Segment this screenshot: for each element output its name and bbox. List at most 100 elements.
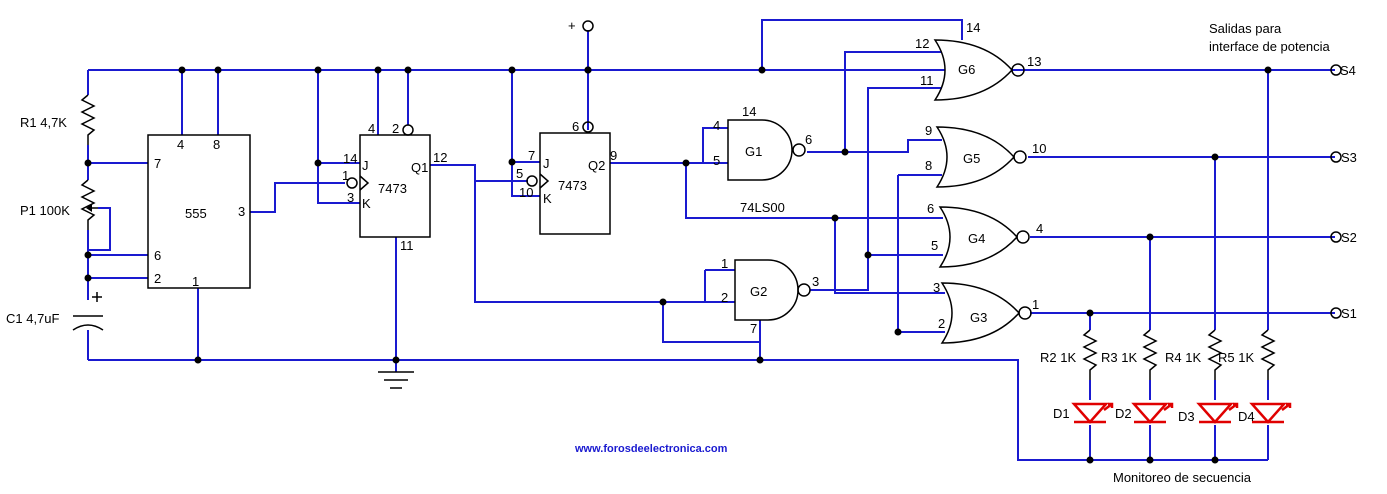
output-s1: S1	[1341, 306, 1357, 321]
r2-label: R2 1K	[1040, 350, 1076, 365]
ff2-j: J	[543, 156, 550, 171]
g2-pin-3: 3	[812, 274, 819, 289]
gate-g6: G6 12 11 13 14	[915, 20, 1041, 101]
output-heading-line2: interface de potencia	[1209, 39, 1330, 54]
timer-555: 555 4 8 7 6 2 3 1	[147, 134, 251, 289]
g4-pin-5: 5	[931, 238, 938, 253]
g6-pin-11: 11	[920, 73, 934, 88]
monitor-label: Monitoreo de secuencia	[1113, 470, 1252, 485]
ff1-pin-2: 2	[392, 121, 399, 136]
g5-pin-8: 8	[925, 158, 932, 173]
output-s3: S3	[1341, 150, 1357, 165]
flipflop-ff2: 7473 J K Q2 6 7 5 10 9	[516, 119, 617, 235]
ff2-k: K	[543, 191, 552, 206]
ff1-pin-12: 12	[433, 150, 447, 165]
output-s2: S2	[1341, 230, 1357, 245]
ff2-pin-9: 9	[610, 148, 617, 163]
g2-pin-1: 1	[721, 256, 728, 271]
ff1-k: K	[362, 196, 371, 211]
junction-dots	[84, 66, 1272, 464]
g4-name: G4	[968, 231, 985, 246]
g1-pin-6: 6	[805, 132, 812, 147]
flipflop-ff1: 7473 J K Q1 4 2 14 1 3 12 11	[342, 121, 447, 253]
ff2-pin-5: 5	[516, 166, 523, 181]
g6-pin-14: 14	[966, 20, 980, 35]
gate-g1: G1 4 5 6 14 74LS00	[713, 104, 812, 215]
output-resistors: R2 1K R3 1K R4 1K R5 1K	[1040, 329, 1276, 380]
led-d2	[1131, 402, 1174, 424]
g1-pin-4: 4	[713, 118, 720, 133]
g6-name: G6	[958, 62, 975, 77]
timer-pin-2: 2	[154, 271, 161, 286]
g4-pin-4: 4	[1036, 221, 1043, 236]
g1-pin-5: 5	[713, 153, 720, 168]
ff1-j: J	[362, 158, 369, 173]
wires	[87, 19, 1335, 461]
g4-pin-6: 6	[927, 201, 934, 216]
timer-pin-8: 8	[213, 137, 220, 152]
led-d1	[1071, 402, 1114, 424]
gate-g4: G4 6 5 4	[927, 201, 1043, 268]
ff2-pin-10: 10	[519, 185, 533, 200]
ff1-q: Q1	[411, 160, 428, 175]
ground-symbol	[378, 371, 414, 389]
g1-name: G1	[745, 144, 762, 159]
p1-label: P1 100K	[20, 203, 70, 218]
timer-name: 555	[185, 206, 207, 221]
output-terminals: S4 S3 S2 S1	[1330, 63, 1357, 321]
d3-label: D3	[1178, 409, 1195, 424]
supply-plus-label: +	[568, 18, 576, 33]
timer-pin-6: 6	[154, 248, 161, 263]
g5-pin-9: 9	[925, 123, 932, 138]
g6-pin-12: 12	[915, 36, 929, 51]
g3-name: G3	[970, 310, 987, 325]
ff1-pin-3: 3	[347, 190, 354, 205]
supply-terminal: +	[568, 18, 594, 33]
ff2-pin-6: 6	[572, 119, 579, 134]
led-d4	[1249, 402, 1292, 424]
g3-pin-3: 3	[933, 280, 940, 295]
gate-g2: G2 1 2 3 7	[721, 256, 819, 336]
leds: D1 D2 D3 D4	[1053, 402, 1292, 424]
g2-pin-2: 2	[721, 290, 728, 305]
potentiometer-p1: P1 100K	[20, 179, 98, 230]
led-d3	[1196, 402, 1239, 424]
g2-name: G2	[750, 284, 767, 299]
gate-g5: G5 9 8 10	[925, 123, 1046, 188]
website-label: www.forosdeelectronica.com	[574, 443, 728, 455]
r5-label: R5 1K	[1218, 350, 1254, 365]
r3-label: R3 1K	[1101, 350, 1137, 365]
ff2-name: 7473	[558, 178, 587, 193]
g6-pin-13: 13	[1027, 54, 1041, 69]
d2-label: D2	[1115, 406, 1132, 421]
g1-pin-14: 14	[742, 104, 756, 119]
timer-pin-7: 7	[154, 156, 161, 171]
capacitor-c1: C1 4,7uF	[6, 292, 104, 331]
gate-g3: G3 3 2 1	[933, 280, 1039, 344]
ff1-pin-14: 14	[343, 151, 357, 166]
ff1-pin-1: 1	[342, 168, 349, 183]
ff1-name: 7473	[378, 181, 407, 196]
timer-pin-4: 4	[177, 137, 184, 152]
g3-pin-1: 1	[1032, 297, 1039, 312]
timer-pin-3: 3	[238, 204, 245, 219]
c1-label: C1 4,7uF	[6, 311, 60, 326]
g5-pin-10: 10	[1032, 141, 1046, 156]
d1-label: D1	[1053, 406, 1070, 421]
output-heading-line1: Salidas para	[1209, 21, 1282, 36]
r1-label: R1 4,7K	[20, 115, 67, 130]
d4-label: D4	[1238, 409, 1255, 424]
ff1-pin-11: 11	[400, 238, 414, 253]
r4-label: R4 1K	[1165, 350, 1201, 365]
resistor-r1: R1 4,7K	[20, 94, 96, 145]
g5-name: G5	[963, 151, 980, 166]
g2-pin-7: 7	[750, 321, 757, 336]
nand-chip-label: 74LS00	[740, 200, 785, 215]
ff2-q: Q2	[588, 158, 605, 173]
ff2-pin-7: 7	[528, 148, 535, 163]
g3-pin-2: 2	[938, 316, 945, 331]
timer-pin-1: 1	[192, 274, 199, 289]
ff1-pin-4: 4	[368, 121, 375, 136]
output-s4: S4	[1340, 63, 1356, 78]
